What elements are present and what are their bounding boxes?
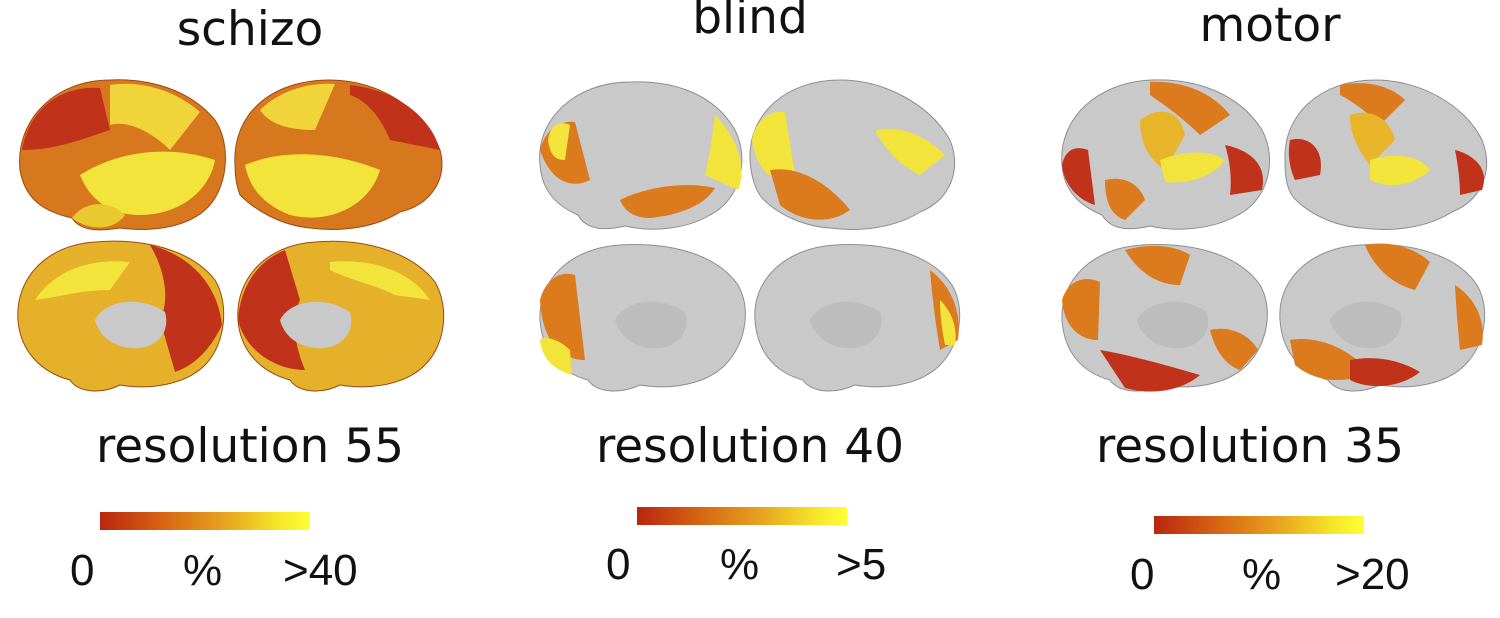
brain-lateral-right [1284, 79, 1487, 230]
colorbar-unit-label: % [183, 546, 223, 595]
brain-lateral-left [1061, 79, 1270, 230]
resolution-label: resolution 40 [595, 419, 905, 474]
brain-medial-right [754, 244, 961, 392]
panel-schizo: schizo resolu [0, 0, 500, 618]
colorbar-unit-label: % [720, 540, 760, 589]
colorbar [637, 507, 847, 525]
colorbar-max-label: >40 [283, 546, 358, 595]
colorbar-max-label: >5 [836, 540, 887, 589]
panel-title: blind [692, 0, 808, 45]
brain-lateral-right [749, 79, 955, 230]
brain-medial-left [539, 244, 746, 392]
colorbar-min-label: 0 [606, 540, 631, 589]
panel-title: schizo [176, 2, 324, 57]
colorbar-min-label: 0 [1130, 550, 1155, 599]
brain-surface-maps [1061, 79, 1487, 392]
brain-medial-right [1279, 243, 1486, 392]
brain-medial-left [17, 240, 225, 392]
brain-lateral-left [539, 81, 743, 230]
panel-blind: blind resolution 40 0 % [500, 0, 1000, 618]
brain-lateral-right [234, 79, 443, 230]
panel-motor: motor [1000, 0, 1500, 618]
colorbar [1154, 516, 1364, 534]
resolution-label: resolution 35 [1095, 419, 1405, 474]
resolution-label: resolution 55 [95, 419, 405, 474]
panel-title: motor [1199, 0, 1341, 53]
colorbar-max-label: >20 [1335, 550, 1410, 599]
colorbar-unit-label: % [1242, 550, 1282, 599]
brain-surface-maps [539, 79, 961, 392]
brain-surface-maps [17, 79, 445, 392]
colorbar-min-label: 0 [70, 546, 95, 595]
brain-medial-left [1061, 244, 1268, 392]
colorbar [100, 512, 310, 530]
brain-lateral-left [19, 79, 226, 231]
brain-medial-right [237, 240, 445, 392]
